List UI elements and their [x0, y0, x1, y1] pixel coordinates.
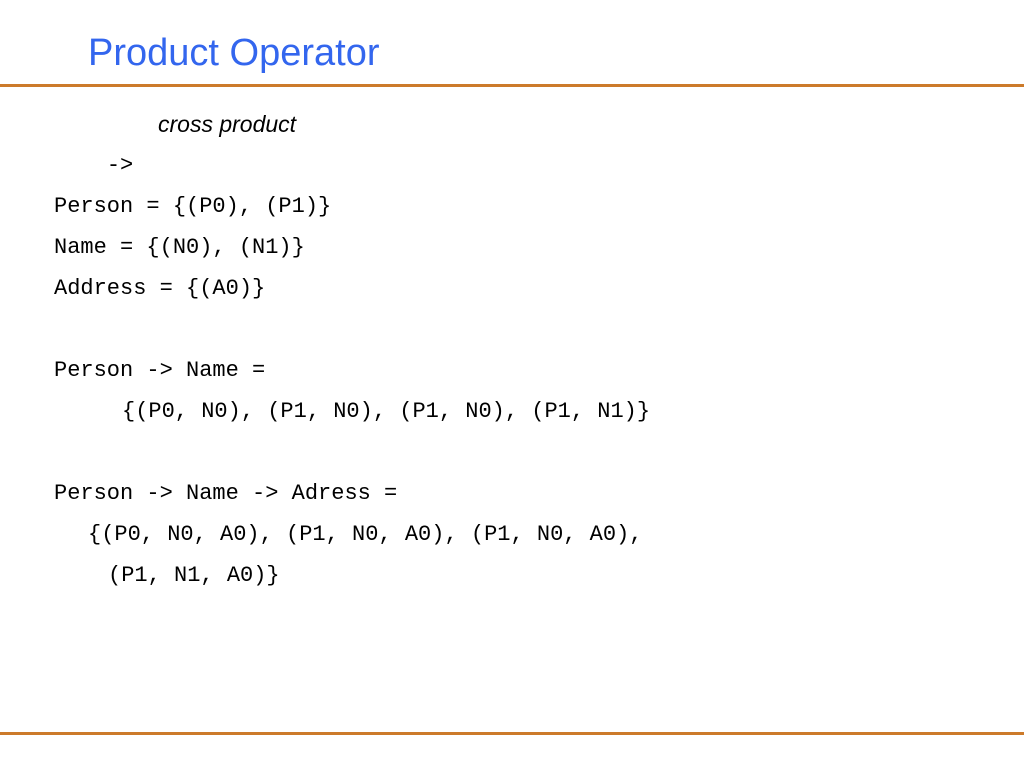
example1-result: {(P0, N0), (P1, N0), (P1, N0), (P1, N1)} — [122, 399, 651, 424]
example2-result-line2: (P1, N1, A0)} — [108, 563, 280, 588]
operator-description: cross product — [158, 111, 297, 137]
example2-expression: Person -> Name -> Adress = — [54, 481, 398, 506]
definition-name: Name = {(N0), (N1)} — [54, 235, 305, 260]
definition-address: Address = {(A0)} — [54, 276, 266, 301]
footer-divider — [0, 732, 1024, 735]
example1-expression: Person -> Name = — [54, 358, 266, 383]
example2-result-line1: {(P0, N0, A0), (P1, N0, A0), (P1, N0, A0… — [88, 522, 643, 547]
operator-symbol: -> — [106, 153, 134, 178]
definition-person: Person = {(P0), (P1)} — [54, 194, 332, 219]
slide-title: Product Operator — [88, 32, 380, 74]
operator-intro-line: -> cross product — [54, 104, 296, 178]
title-divider — [0, 84, 1024, 87]
